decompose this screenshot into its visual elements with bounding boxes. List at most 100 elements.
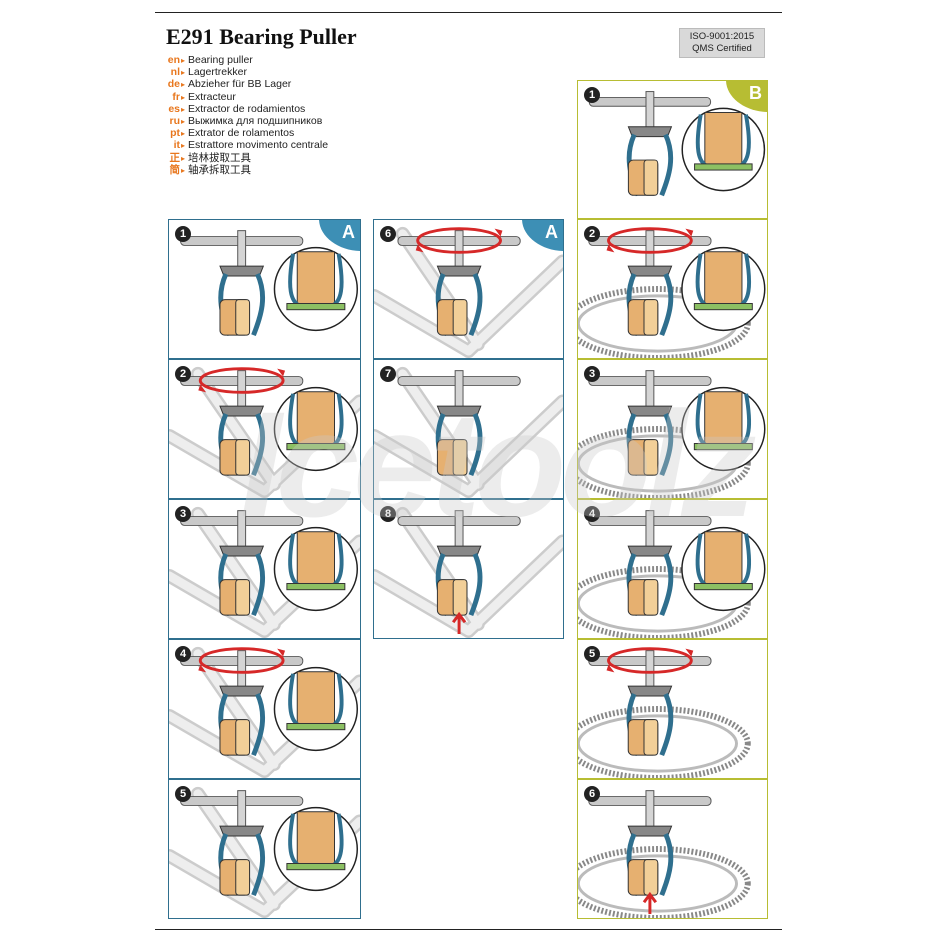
step-number: 5 — [584, 646, 600, 662]
arrow-icon: ▸ — [180, 80, 185, 90]
bearing-ring — [286, 582, 346, 591]
language-row: es▸Extractor de rodamientos — [158, 103, 328, 115]
step-panel-b6: 6 — [577, 779, 768, 919]
spindle — [237, 230, 247, 271]
spindle — [645, 790, 655, 831]
language-code: 简 — [169, 163, 181, 176]
bearing-ring — [693, 442, 753, 451]
spindle — [237, 510, 247, 551]
language-text: Extrator de rolamentos — [188, 127, 295, 140]
language-row: 简▸轴承拆取工具 — [158, 164, 328, 176]
language-text: Bearing puller — [188, 54, 253, 66]
top-rule — [155, 12, 782, 13]
language-text: Выжимка для подшипников — [188, 114, 323, 127]
language-text: 培林拔取工具 — [188, 151, 251, 164]
spindle — [237, 650, 247, 691]
language-code: pt — [170, 127, 180, 140]
bearing-puller-illustration — [374, 506, 563, 638]
page-title: E291 Bearing Puller — [166, 24, 357, 50]
model-number: E291 — [166, 24, 214, 49]
step-number: 4 — [175, 646, 191, 662]
step-number: 1 — [584, 87, 600, 103]
bottom-rule — [155, 929, 782, 930]
bearing-puller-illustration — [578, 370, 766, 498]
language-row: en▸Bearing puller — [158, 54, 328, 66]
step-number: 4 — [584, 506, 600, 522]
bearing-ring — [693, 582, 753, 591]
bearing-puller-illustration — [588, 91, 766, 197]
spindle — [645, 370, 655, 411]
arrow-icon: ▸ — [180, 129, 185, 139]
bearing-ring — [286, 862, 346, 871]
language-code: it — [173, 139, 180, 152]
section-label: B — [749, 83, 762, 103]
step-panel-a5: 5 — [168, 779, 361, 919]
rotate-arrow-icon — [416, 227, 502, 254]
step-panel-a7: 7 — [373, 359, 564, 499]
language-code: nl — [170, 66, 180, 79]
language-text: Abzieher für BB Lager — [188, 78, 292, 91]
iso-standard: ISO-9001:2015 — [689, 31, 755, 42]
section-corner-shape — [522, 220, 563, 251]
product-name: Bearing Puller — [219, 24, 357, 49]
section-corner-shape — [726, 81, 767, 112]
arrow-icon: ▸ — [180, 116, 185, 126]
bearing-puller-illustration — [578, 790, 751, 918]
language-row: it▸Estrattore movimento centrale — [158, 139, 328, 151]
bearing-ring — [286, 302, 346, 311]
spindle — [237, 370, 247, 411]
language-code: ru — [169, 114, 181, 127]
iso-certified: QMS Certified — [692, 43, 752, 54]
chainring — [578, 426, 751, 498]
bearing-puller-illustration — [169, 786, 360, 918]
arrow-icon: ▸ — [180, 153, 185, 163]
step-number: 6 — [380, 226, 396, 242]
arrow-icon: ▸ — [180, 92, 185, 102]
step-number: 2 — [175, 366, 191, 382]
bearing-puller-illustration — [374, 366, 563, 498]
spindle — [645, 91, 655, 132]
arrow-icon: ▸ — [180, 56, 185, 65]
section-corner-shape — [319, 220, 360, 251]
language-row: fr▸Extracteur — [158, 91, 328, 103]
language-code: fr — [172, 90, 180, 103]
language-row: de▸Abzieher für BB Lager — [158, 78, 328, 90]
iso-badge: ISO-9001:2015 QMS Certified — [679, 28, 765, 58]
rotate-arrow-icon — [198, 647, 285, 674]
rotate-arrow-icon — [607, 647, 693, 674]
step-number: 1 — [175, 226, 191, 242]
arrow-icon: ▸ — [180, 165, 185, 175]
language-row: 正▸培林拔取工具 — [158, 152, 328, 164]
bearing-puller-illustration — [169, 646, 360, 778]
language-row: pt▸Extrator de rolamentos — [158, 127, 328, 139]
step-number: 3 — [175, 506, 191, 522]
step-number: 2 — [584, 226, 600, 242]
language-text: Lagertrekker — [188, 66, 247, 79]
rotate-arrow-icon — [198, 367, 285, 394]
bearing-puller-illustration — [374, 226, 563, 358]
chainring — [578, 566, 751, 638]
language-row: ru▸Выжимка для подшипников — [158, 115, 328, 127]
bearing-puller-illustration — [169, 366, 360, 498]
bearing-puller-illustration — [578, 227, 766, 358]
step-panel-b5: 5 — [577, 639, 768, 779]
chainring — [578, 706, 751, 778]
spindle — [454, 510, 464, 551]
spindle — [645, 510, 655, 551]
language-code: es — [168, 102, 180, 115]
step-number: 3 — [584, 366, 600, 382]
bearing-puller-illustration — [169, 506, 360, 638]
spindle — [237, 790, 247, 831]
spindle — [454, 370, 464, 411]
step-number: 8 — [380, 506, 396, 522]
language-code: en — [167, 54, 180, 66]
rotate-arrow-icon — [607, 227, 693, 254]
section-label: A — [342, 222, 355, 242]
spindle — [645, 650, 655, 691]
language-text: Extracteur — [188, 90, 236, 103]
push-arrow-icon — [642, 891, 658, 915]
